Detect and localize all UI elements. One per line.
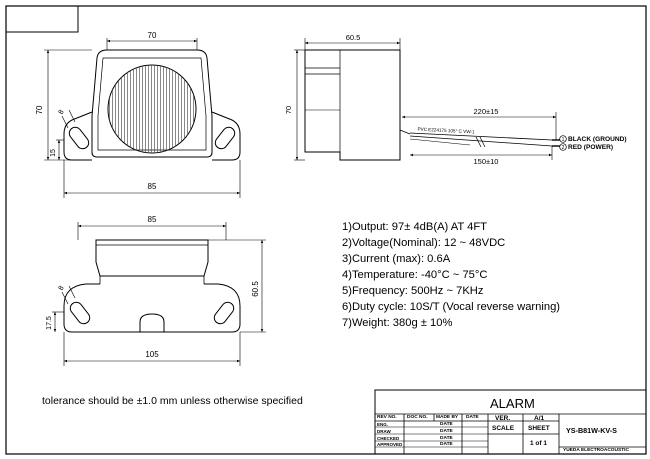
wire-number-1: 1 xyxy=(562,137,565,143)
side-height-dim: 70 xyxy=(284,106,293,114)
col-doc-no: DOC NO. xyxy=(407,415,428,420)
top-offset-dim: 15 xyxy=(50,149,57,157)
front-offset-dim: 17.5 xyxy=(46,316,53,330)
top-angle-dim: 8 xyxy=(58,109,66,116)
title-block xyxy=(374,389,647,455)
top-height-dim: 70 xyxy=(35,105,44,114)
spec-current: 3)Current (max): 0.6A xyxy=(342,253,451,265)
spec-weight: 7)Weight: 380g ± 10% xyxy=(342,317,453,329)
tolerance-note: tolerance should be ±1.0 mm unless other… xyxy=(42,395,303,407)
side-depth-dim: 60.5 xyxy=(346,33,361,42)
sheet-value: 1 of 1 xyxy=(530,440,547,447)
date-approved: DATE xyxy=(440,442,453,447)
front-height-dim: 60.5 xyxy=(251,281,260,297)
top-view xyxy=(44,38,241,198)
top-base-dim: 85 xyxy=(148,182,157,191)
col-date: DATE xyxy=(466,415,479,420)
col-rev-no: REV NO. xyxy=(377,415,397,420)
cable-total-dim: 220±15 xyxy=(474,107,499,116)
wire-number-2: 2 xyxy=(562,145,565,151)
row-approved: APPROVED xyxy=(377,442,403,447)
row-draw: DRAW xyxy=(377,429,391,434)
side-view xyxy=(294,38,567,161)
col-made-by: MADE BY xyxy=(436,415,459,420)
scale-label: SCALE xyxy=(492,425,515,432)
ver-value: A/1 xyxy=(534,415,545,422)
spec-output: 1)Output: 97± 4dB(A) AT 4FT xyxy=(342,221,488,233)
date-draw: DATE xyxy=(440,429,453,434)
front-top-width-dim: 85 xyxy=(148,215,157,224)
cable-strip-dim: 150±10 xyxy=(474,157,499,166)
wire-black-label: BLACK (GROUND) xyxy=(568,136,627,143)
part-number: YS-B81W-KV-S xyxy=(566,426,617,435)
sheet-label: SHEET xyxy=(528,425,550,432)
sheet-border xyxy=(5,5,647,455)
front-view xyxy=(52,222,266,366)
spec-voltage: 2)Voltage(Nominal): 12 ~ 48VDC xyxy=(342,237,506,249)
company-name: YUEDA ELECTROACOUSTIC xyxy=(563,448,629,453)
top-width-dim: 70 xyxy=(148,31,157,40)
spec-duty-cycle: 6)Duty cycle: 10S/T (Vocal reverse warni… xyxy=(342,301,561,313)
front-base-dim: 105 xyxy=(145,350,159,359)
spec-temperature: 4)Temperature: -40°C ~ 75°C xyxy=(342,269,488,281)
row-checked: CHECKED xyxy=(377,436,400,441)
drawing-title: ALARM xyxy=(490,396,535,411)
wire-red-label: RED (POWER) xyxy=(568,144,613,151)
ver-label: VER. xyxy=(495,415,511,422)
corner-box xyxy=(5,5,79,33)
date-checked: DATE xyxy=(440,436,453,441)
row-eng: ENG. xyxy=(377,422,389,427)
front-angle-dim: 8 xyxy=(58,285,66,292)
date-eng: DATE xyxy=(440,422,453,427)
spec-frequency: 5)Frequency: 500Hz ~ 7KHz xyxy=(342,285,484,297)
cable-print-text: PVC E224175 105° C VW-1 xyxy=(417,127,475,135)
